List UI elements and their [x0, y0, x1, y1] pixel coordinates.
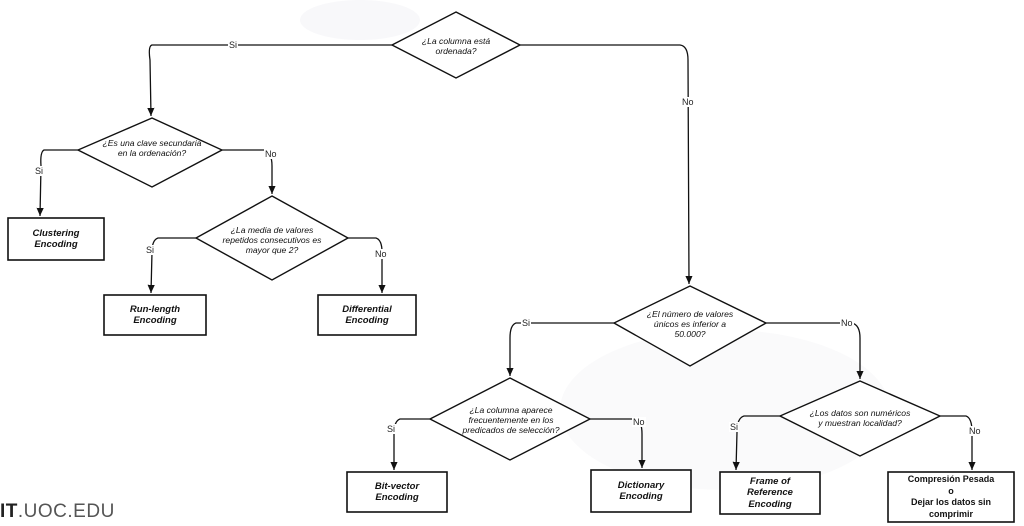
- result-box-clustering: [7, 217, 105, 261]
- result-box-compresion: [887, 471, 1015, 523]
- decision-diamond-aparece-predicados: [428, 377, 592, 461]
- connector-numericos-si: [732, 415, 780, 471]
- result-box-bit-vector: [346, 471, 448, 513]
- edge-label-no: No: [632, 417, 646, 427]
- edge-label-no: No: [840, 318, 854, 328]
- edge-label-si: Si: [729, 422, 740, 432]
- edge-label-no: No: [968, 426, 982, 436]
- result-box-frame-reference: [719, 471, 821, 515]
- result-box-run-length: [103, 294, 207, 336]
- connector-clave-si: [36, 149, 78, 217]
- decision-diamond-media-valores: [194, 195, 350, 281]
- decision-text-aparece-predicados: ¿La columna aparece frecuentemente en lo…: [462, 405, 560, 435]
- result-text-run-length: Run-length Encoding: [129, 303, 181, 327]
- connector-ordenada-no: [520, 44, 693, 285]
- edge-label-si: Si: [228, 40, 239, 50]
- connector-ordenada-si: [147, 44, 392, 117]
- decision-text-datos-numericos: ¿Los datos son numéricos y muestran loca…: [809, 408, 911, 428]
- result-text-dictionary: Dictionary Encoding: [617, 479, 665, 503]
- decision-diamond-ordenada: [390, 11, 522, 79]
- edge-label-si: Si: [521, 318, 532, 328]
- decision-diamond-valores-unicos: [612, 285, 768, 367]
- background-blob: [300, 0, 420, 40]
- edge-label-no: No: [681, 97, 695, 107]
- result-text-frame-reference: Frame of Reference Encoding: [747, 475, 793, 510]
- connector-unicos-no: [766, 322, 864, 379]
- result-text-compresion: Compresión Pesada o Dejar los datos sin …: [907, 474, 995, 519]
- result-text-bit-vector: Bit-vector Encoding: [374, 480, 420, 504]
- edge-label-no: No: [264, 149, 278, 159]
- connector-unicos-si: [506, 322, 614, 376]
- edge-label-si: Si: [145, 245, 156, 255]
- footer-brand: IT: [0, 501, 18, 522]
- decision-text-clave-secundaria: ¿Es una clave secundaria en la ordenació…: [102, 138, 202, 158]
- connector-media-no: [348, 237, 386, 293]
- result-box-dictionary: [590, 469, 692, 513]
- decision-text-valores-unicos: ¿El número de valores únicos es inferior…: [646, 309, 734, 339]
- decision-text-media-valores: ¿La media de valores repetidos consecuti…: [222, 225, 322, 255]
- decision-text-ordenada: ¿La columna está ordenada?: [421, 36, 491, 56]
- result-text-clustering: Clustering Encoding: [32, 227, 80, 251]
- connector-predicados-si: [390, 418, 430, 470]
- footer-domain: .UOC.EDU: [17, 501, 115, 522]
- decision-diamond-datos-numericos: [778, 380, 942, 457]
- result-text-differential: Differential Encoding: [342, 303, 392, 327]
- decision-diamond-clave-secundaria: [76, 117, 224, 188]
- edge-label-no: No: [374, 249, 388, 259]
- edge-label-si: Si: [386, 424, 397, 434]
- result-box-differential: [317, 294, 417, 336]
- footer-logo: IT.UOC.EDU: [0, 501, 115, 523]
- edge-label-si: Si: [34, 166, 45, 176]
- connector-media-si: [147, 237, 196, 294]
- connector-numericos-no: [940, 415, 976, 470]
